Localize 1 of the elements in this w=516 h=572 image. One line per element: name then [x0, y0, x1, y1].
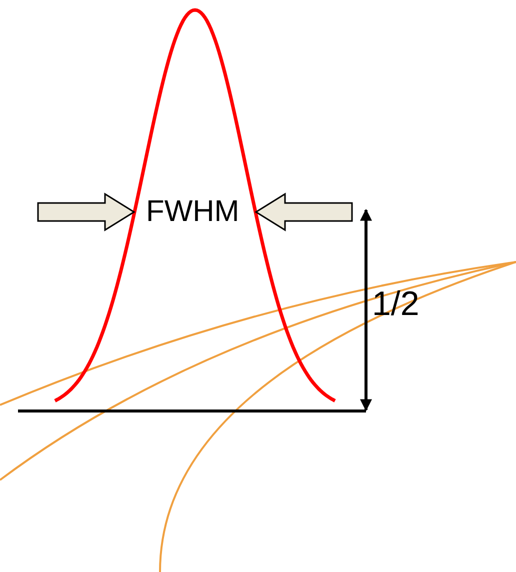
- peak-width-label: FWHM: [146, 197, 240, 227]
